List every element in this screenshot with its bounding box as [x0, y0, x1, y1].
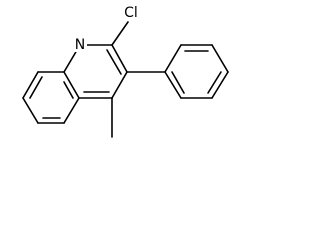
nitrogen-label-mask [74, 35, 87, 52]
bond [111, 71, 128, 99]
chlorine-label: Cl [124, 5, 138, 21]
bond [207, 71, 222, 94]
bond [63, 97, 80, 124]
bond [164, 71, 182, 99]
molecule-structure: N Cl [22, 3, 229, 138]
chlorine-label-mask [121, 3, 141, 20]
bond [22, 71, 39, 99]
bond [106, 49, 122, 75]
bond [63, 71, 80, 99]
bond [29, 76, 43, 99]
bond [63, 81, 74, 99]
bond [111, 44, 128, 73]
bond [164, 44, 182, 73]
nitrogen-label: N [75, 37, 85, 53]
bond [211, 71, 229, 99]
bond [171, 71, 185, 94]
bond [211, 44, 229, 73]
bond [111, 21, 129, 46]
bond [22, 97, 39, 124]
bond-lines [22, 21, 229, 138]
